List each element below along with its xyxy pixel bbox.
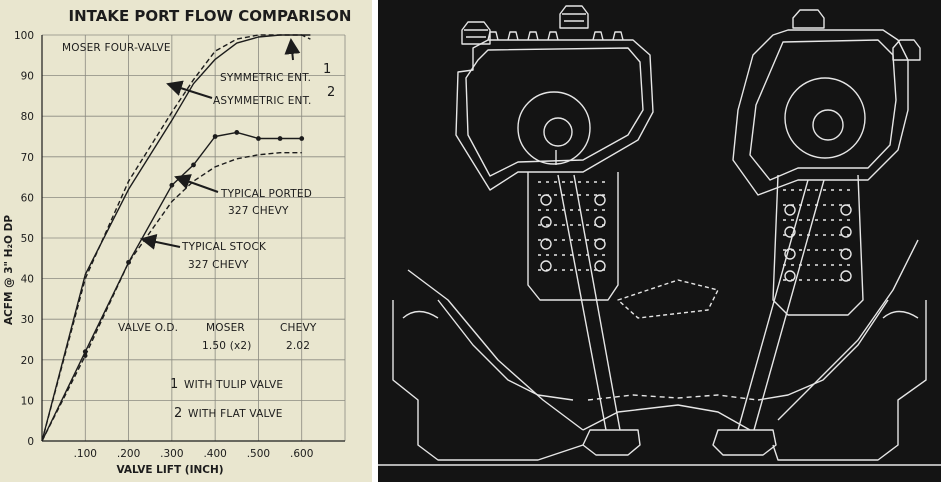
axes: 0 10 20 30 40 50 60 70 80 90 100 .100 .200 .300 .400 .5…: [14, 30, 345, 460]
ported-arrow: [174, 174, 219, 193]
x-tick-label: .100: [74, 448, 97, 460]
y-tick-label: 10: [21, 395, 34, 407]
asymmetric-number: 2: [327, 85, 335, 100]
data-point: [277, 136, 283, 141]
chevy-valve-size: 2.02: [286, 340, 310, 352]
left-valve-spring-pack: [527, 172, 619, 301]
right-bolt-icon: [792, 9, 825, 29]
note-2-number: 2: [174, 406, 182, 421]
left-valve-stem: [557, 174, 621, 431]
right-camshaft: [784, 77, 866, 159]
y-tick-label: 50: [21, 233, 34, 245]
y-axis-label: ACFM @ 3" H₂O DP: [3, 215, 15, 325]
x-tick-label: .600: [290, 448, 313, 460]
ported-label-line1: TYPICAL PORTED: [220, 188, 312, 200]
cylinder-head-drawing: [378, 0, 941, 482]
chart-title: INTAKE PORT FLOW COMPARISON: [69, 7, 352, 25]
asymmetric-arrow: [166, 80, 213, 99]
data-point: [299, 136, 305, 141]
data-point: [169, 182, 175, 188]
note-2-text: WITH FLAT VALVE: [188, 408, 283, 420]
y-tick-label: 20: [21, 355, 34, 367]
right-valve-spring-pack: [772, 174, 864, 316]
stock-label-line1: TYPICAL STOCK: [181, 241, 267, 253]
y-tick-label: 70: [21, 152, 34, 164]
moser-valve-size: 1.50 (x2): [202, 340, 252, 352]
flow-chart-panel: INTAKE PORT FLOW COMPARISON 0 10 20 30 40 50 6…: [0, 0, 372, 482]
y-tick-label: 40: [21, 274, 34, 286]
symmetric-number: 1: [323, 62, 331, 77]
annotation-arrows: [140, 38, 301, 250]
series-line-2: [41, 131, 302, 442]
series-layer: [41, 34, 311, 442]
data-point: [212, 134, 218, 139]
stock-arrow: [140, 234, 181, 250]
series-line-1: [41, 34, 311, 442]
data-point: [126, 260, 131, 265]
x-tick-label: .300: [160, 448, 183, 460]
x-tick-label: .200: [117, 448, 140, 460]
note-1-text: WITH TULIP VALVE: [184, 379, 283, 391]
moser-label: MOSER FOUR-VALVE: [62, 42, 171, 54]
moser-column-header: MOSER: [206, 322, 245, 334]
data-point: [256, 136, 261, 141]
chevy-column-header: CHEVY: [280, 322, 317, 334]
flow-chart: INTAKE PORT FLOW COMPARISON 0 10 20 30 40 50 6…: [3, 7, 352, 476]
left-bolt-icon: [461, 21, 491, 45]
note-1-number: 1: [170, 377, 178, 392]
data-point: [191, 162, 196, 168]
y-tick-label: 80: [21, 111, 34, 123]
panel-divider: [372, 0, 378, 482]
series-line-3: [41, 152, 302, 442]
x-tick-label: .500: [247, 448, 270, 460]
cylinder-head-cross-section-icon: [378, 5, 941, 466]
valve-od-header: VALVE O.D.: [118, 322, 178, 334]
y-tick-label: 30: [21, 314, 34, 326]
ported-label-line2: 327 CHEVY: [228, 205, 289, 217]
symmetric-arrow: [284, 38, 301, 61]
grid: [42, 34, 346, 441]
x-tick-label: .400: [203, 448, 226, 460]
y-tick-label: 60: [21, 192, 34, 204]
right-valve-stem: [737, 179, 825, 431]
left-camshaft: [517, 91, 591, 165]
x-axis-label: VALVE LIFT (INCH): [116, 464, 223, 476]
y-tick-label: 90: [21, 71, 34, 83]
data-point: [234, 130, 240, 135]
symmetric-label: SYMMETRIC ENT.: [220, 72, 311, 84]
right-cam-housing: [732, 29, 909, 196]
asymmetric-label: ASYMMETRIC ENT.: [213, 95, 311, 107]
y-tick-label: 0: [27, 436, 34, 448]
data-point: [83, 353, 88, 358]
stock-label-line2: 327 CHEVY: [188, 259, 249, 271]
left-cam-housing: [455, 39, 654, 191]
y-tick-label: 100: [14, 30, 34, 42]
